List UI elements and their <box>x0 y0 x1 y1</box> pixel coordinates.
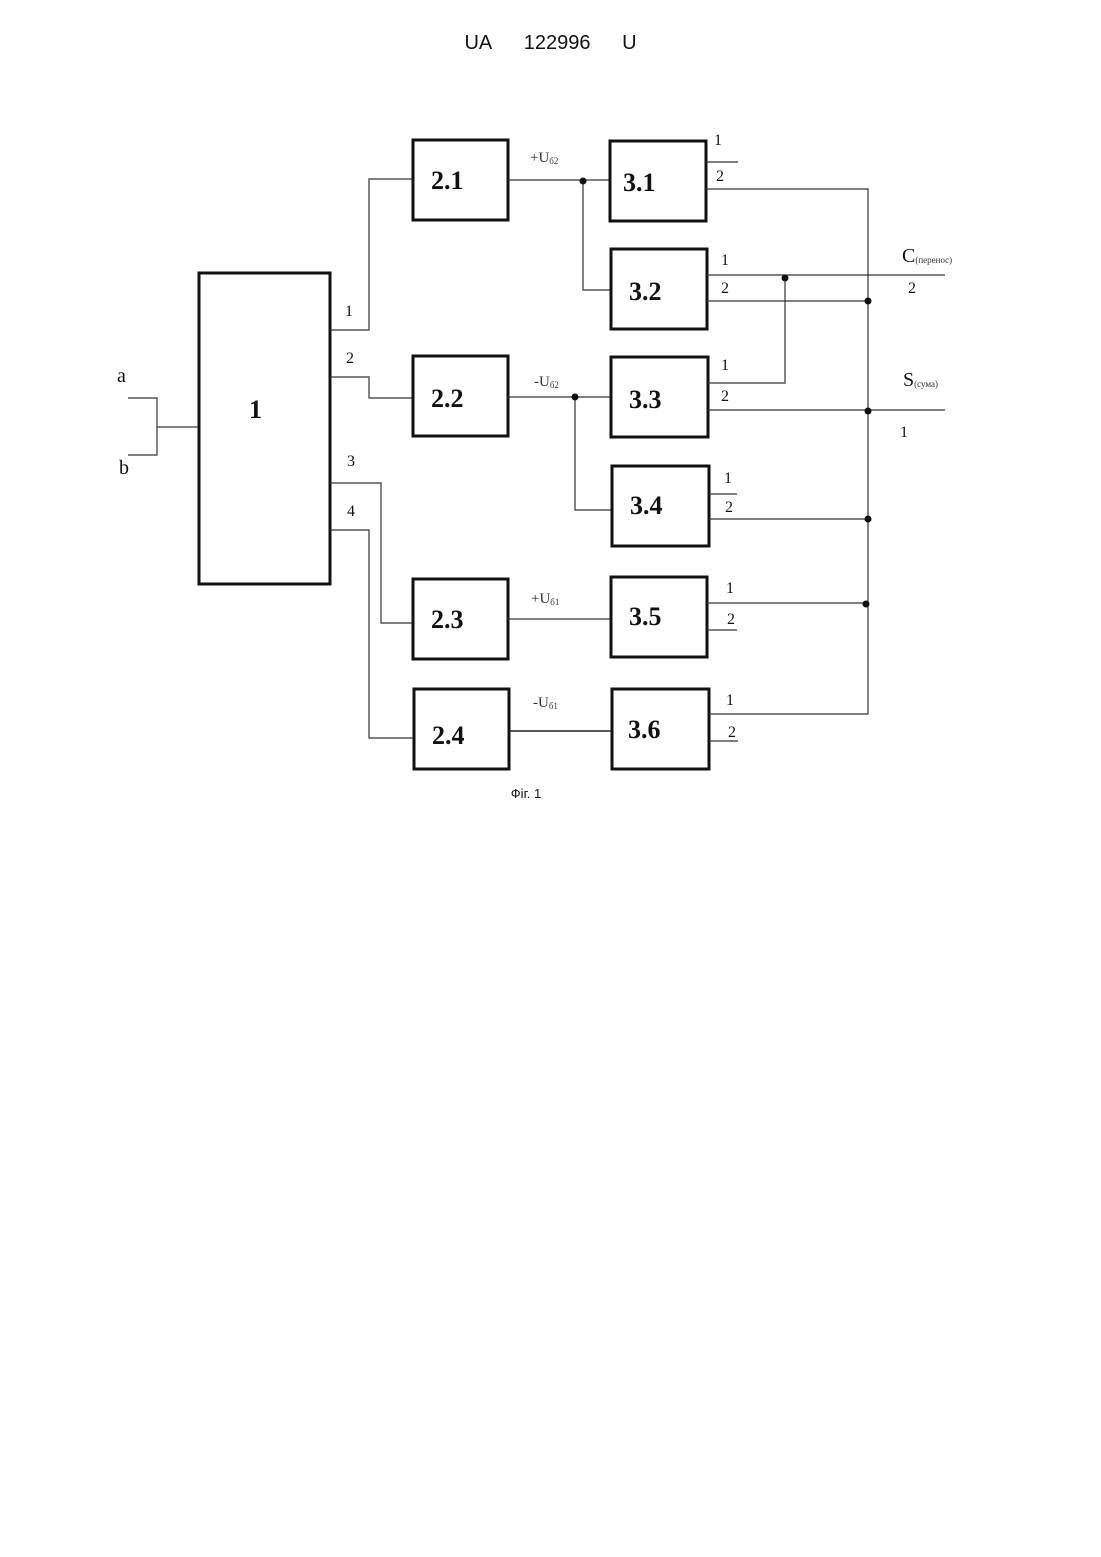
junction-bus-2 <box>865 408 872 415</box>
block-3-2-pin-1: 1 <box>721 252 729 269</box>
block-3-1-pin-2: 2 <box>716 168 724 185</box>
block-3-3-label: 3.3 <box>629 385 662 414</box>
block-1-out-2: 2 <box>346 350 354 367</box>
block-2-3-label: 2.3 <box>431 605 464 634</box>
block-2-1-label: 2.1 <box>431 166 464 195</box>
block-3-2-label: 3.2 <box>629 277 662 306</box>
input-a-label: a <box>117 365 126 387</box>
output-carry-pin: 2 <box>908 280 916 297</box>
block-1-out-4: 4 <box>347 503 355 520</box>
junction-2-2 <box>572 394 579 401</box>
block-3-6-pin-2: 2 <box>728 724 736 741</box>
input-wires <box>128 398 200 455</box>
signal-label-2-3: +Uб1 <box>531 591 559 607</box>
block-3-4-label: 3.4 <box>630 491 663 520</box>
block-3-3-pin-1: 1 <box>721 357 729 374</box>
block-1-out-1: 1 <box>345 303 353 320</box>
block-3-4-pin-2: 2 <box>725 499 733 516</box>
junction-bus-4 <box>863 601 870 608</box>
block-1 <box>199 273 330 584</box>
stage-2-to-3-wires <box>508 180 612 731</box>
signal-label-2-2: -Uб2 <box>534 374 559 390</box>
block-3-5-pin-1: 1 <box>726 580 734 597</box>
block-3-3-pin-2: 2 <box>721 388 729 405</box>
signal-label-2-1: +Uб2 <box>530 150 558 166</box>
block-1-label: 1 <box>249 395 262 424</box>
block-3-2-pin-2: 2 <box>721 280 729 297</box>
output-carry-label: C(перенос) <box>902 245 952 267</box>
signal-label-2-4: -Uб1 <box>533 695 558 711</box>
block-3-5-pin-2: 2 <box>727 611 735 628</box>
junction-bus-1 <box>865 298 872 305</box>
output-sum-label: S(сума) <box>903 369 938 391</box>
block-3-6-pin-1: 1 <box>726 692 734 709</box>
block-3-6 <box>612 689 709 769</box>
block-3-6-label: 3.6 <box>628 715 661 744</box>
output-sum-pin: 1 <box>900 424 908 441</box>
block-1-output-wires <box>330 179 414 738</box>
block-3-4-pin-1: 1 <box>724 470 732 487</box>
input-b-label: b <box>119 457 129 479</box>
block-3-1-label: 3.1 <box>623 168 656 197</box>
block-2-2-label: 2.2 <box>431 384 464 413</box>
junction-bus-3 <box>865 516 872 523</box>
block-3-5-label: 3.5 <box>629 602 662 631</box>
block-3-1-pin-1: 1 <box>714 132 722 149</box>
figure-caption: Фіг. 1 <box>0 786 1052 801</box>
junction-2-1 <box>580 178 587 185</box>
block-2-4-label: 2.4 <box>432 721 465 750</box>
block-1-out-3: 3 <box>347 453 355 470</box>
junction-carry <box>782 275 789 282</box>
